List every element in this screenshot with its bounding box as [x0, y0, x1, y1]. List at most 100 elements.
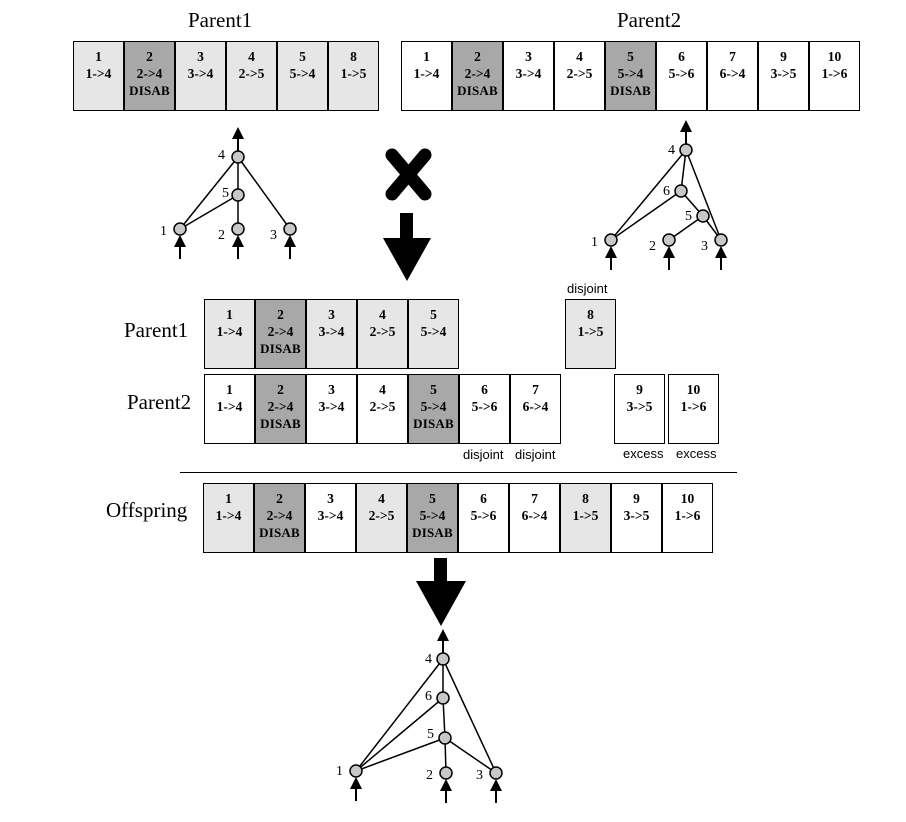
gene-innovation-number: 7	[532, 382, 539, 397]
gene-disabled-flag: DISAB	[259, 525, 300, 540]
gene-innovation-number: 3	[197, 49, 204, 64]
gene-connection: 3->5	[623, 508, 650, 523]
gene-3: 3 3->4	[175, 41, 226, 111]
node-label: 3	[701, 239, 708, 254]
gene-connection: 1->5	[577, 324, 604, 339]
gene-innovation-number: 5	[430, 307, 437, 322]
gene-innovation-number: 9	[636, 382, 643, 397]
gene-connection: 3->4	[317, 508, 344, 523]
gene-connection: 2->5	[369, 399, 396, 414]
gene-innovation-number: 1	[95, 49, 102, 64]
edge-1-6	[355, 697, 444, 772]
down-arrow-icon	[416, 558, 466, 626]
gene-connection: 1->6	[674, 508, 701, 523]
gene-innovation-number: 2	[474, 49, 481, 64]
node-5	[231, 188, 245, 202]
gene-connection: 3->4	[318, 399, 345, 414]
gene-connection: 5->4	[420, 324, 447, 339]
gene-innovation-number: 1	[225, 491, 232, 506]
node-label: 6	[663, 184, 670, 199]
gene-5: 5 5->4	[408, 299, 459, 369]
parent1-title: Parent1	[188, 8, 253, 32]
gene-1: 1 1->4	[204, 374, 255, 444]
node-2	[231, 222, 245, 236]
gene-disabled-flag: DISAB	[412, 525, 453, 540]
gene-connection: 2->4	[267, 399, 294, 414]
node-1	[173, 222, 187, 236]
gene-innovation-number: 5	[430, 382, 437, 397]
gene-connection: 1->6	[821, 66, 848, 81]
gene-connection: 1->4	[216, 399, 243, 414]
gene-innovation-number: 4	[248, 49, 255, 64]
node-4	[436, 652, 450, 666]
gene-connection: 5->4	[289, 66, 316, 81]
parent2-row-label: Parent2	[127, 390, 192, 414]
gene-connection: 3->4	[187, 66, 214, 81]
gene-connection: 5->4	[617, 66, 644, 81]
gene-innovation-number: 10	[827, 49, 842, 64]
node-label: 4	[425, 652, 432, 667]
node-3	[489, 766, 503, 780]
edge-3-5	[444, 737, 497, 774]
gene-8: 8 1->5	[328, 41, 379, 111]
node-4	[679, 143, 693, 157]
gene-connection: 3->4	[515, 66, 542, 81]
gene-connection: 5->6	[668, 66, 695, 81]
node-3	[283, 222, 297, 236]
gene-innovation-number: 7	[729, 49, 736, 64]
gene-connection: 6->4	[719, 66, 746, 81]
edge-1-4	[610, 149, 687, 241]
gene-connection: 2->5	[566, 66, 593, 81]
gene-innovation-number: 4	[379, 382, 386, 397]
node-label: 6	[425, 689, 432, 704]
gene-innovation-number: 1	[226, 307, 233, 322]
node-label: 2	[649, 239, 656, 254]
gene-innovation-number: 4	[576, 49, 583, 64]
gene-innovation-number: 3	[327, 491, 334, 506]
gene-3: 3 3->4	[305, 483, 356, 553]
node-3	[714, 233, 728, 247]
gene-connection: 1->4	[85, 66, 112, 81]
gene-connection: 1->4	[216, 324, 243, 339]
edge-1-6	[610, 190, 682, 241]
gene-innovation-number: 9	[780, 49, 787, 64]
offspring-row-label: Offspring	[106, 498, 188, 522]
node-label: 1	[591, 235, 598, 250]
gene-disabled-flag: DISAB	[260, 341, 301, 356]
node-label: 5	[685, 209, 692, 224]
gene-connection: 5->6	[471, 399, 498, 414]
edge-1-5	[355, 737, 446, 772]
gene-innovation-number: 5	[299, 49, 306, 64]
gene-innovation-number: 1	[226, 382, 233, 397]
gene-connection: 3->4	[318, 324, 345, 339]
node-5	[696, 209, 710, 223]
gene-innovation-number: 6	[678, 49, 685, 64]
gene-connection: 1->4	[413, 66, 440, 81]
gene-innovation-number: 5	[429, 491, 436, 506]
gene-disabled-flag: DISAB	[413, 416, 454, 431]
gene-connection: 1->5	[340, 66, 367, 81]
node-label: 5	[427, 727, 434, 742]
output-arrow-icon	[437, 629, 449, 653]
gene-connection: 5->4	[420, 399, 447, 414]
input-arrow-icon	[174, 235, 186, 259]
gene-innovation-number: 8	[350, 49, 357, 64]
gene-connection: 1->5	[572, 508, 599, 523]
gene-connection: 2->5	[369, 324, 396, 339]
